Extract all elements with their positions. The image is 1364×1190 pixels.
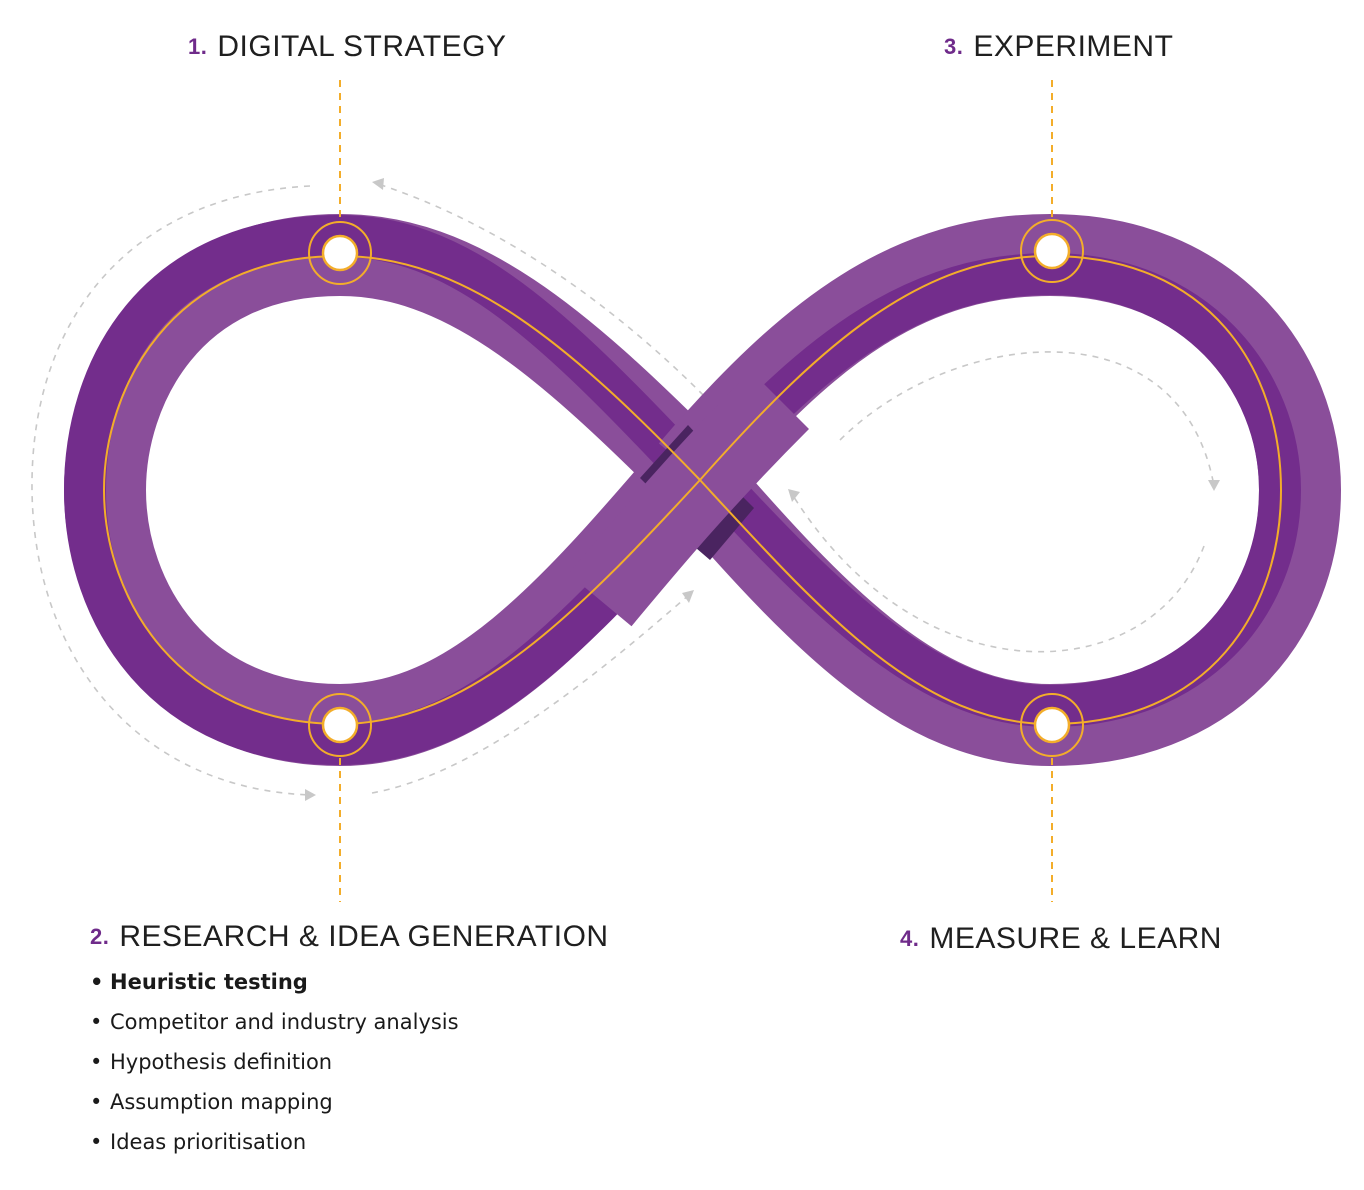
stage-title: RESEARCH & IDEA GENERATION	[119, 920, 609, 953]
flow-arrow-top-cross	[377, 183, 713, 405]
stage-number: 1.	[188, 34, 208, 59]
stage-label-research: 2. RESEARCH & IDEA GENERATION	[90, 920, 609, 954]
node-experiment	[1020, 219, 1084, 283]
node-measure-learn	[1020, 693, 1084, 757]
list-item-text: Hypothesis definition	[110, 1050, 333, 1074]
list-item-text: Heuristic testing	[110, 970, 308, 994]
research-steps-list: •Heuristic testing •Competitor and indus…	[90, 962, 459, 1162]
band-left-outer-dark	[63, 214, 721, 766]
node-digital-strategy	[308, 221, 372, 285]
arrowhead-left-outer	[305, 789, 316, 801]
arrowhead-right-inner	[1208, 480, 1220, 491]
list-item: • Ideas prioritisation	[90, 1122, 459, 1162]
bullet: •	[90, 1130, 103, 1154]
list-item: •Heuristic testing	[90, 962, 459, 1002]
flow-arrows	[31, 183, 1215, 796]
stage-title: MEASURE & LEARN	[929, 922, 1222, 955]
stage-label-experiment: 3. EXPERIMENT	[944, 30, 1173, 64]
crossing-shadow-bottom	[696, 494, 754, 560]
list-item-text: Ideas prioritisation	[110, 1130, 307, 1154]
band-left-light	[63, 213, 722, 767]
stage-number: 4.	[900, 926, 920, 951]
band-crossing-strand	[568, 371, 809, 627]
leader-lines	[339, 80, 1053, 902]
bullet: •	[90, 1050, 103, 1074]
bullet: •	[90, 970, 104, 994]
arrowhead-top-cross	[372, 178, 384, 190]
stage-label-measure-learn: 4. MEASURE & LEARN	[900, 922, 1222, 956]
stage-title: DIGITAL STRATEGY	[217, 30, 507, 63]
flow-arrow-left-outer	[31, 185, 313, 796]
bullet: •	[90, 1010, 103, 1034]
stage-number: 2.	[90, 924, 110, 949]
stage-title: EXPERIMENT	[973, 30, 1174, 63]
list-item: • Hypothesis definition	[90, 1042, 459, 1082]
stage-label-digital-strategy: 1. DIGITAL STRATEGY	[188, 30, 507, 64]
flow-arrow-bottom-cross	[371, 593, 691, 794]
list-item: • Competitor and industry analysis	[90, 1002, 459, 1042]
stage-number: 3.	[944, 34, 964, 59]
list-item-text: Assumption mapping	[110, 1090, 333, 1114]
arrowhead-right-inner-bottom	[788, 489, 800, 502]
list-item: • Assumption mapping	[90, 1082, 459, 1122]
list-item-text: Competitor and industry analysis	[110, 1010, 459, 1034]
node-research	[308, 693, 372, 757]
flow-arrowheads	[305, 178, 1220, 801]
arrowhead-bottom-cross	[682, 590, 694, 603]
stage-nodes	[308, 219, 1084, 757]
flow-arrow-right-inner-top	[839, 351, 1215, 487]
bullet: •	[90, 1090, 103, 1114]
infinity-band	[63, 213, 1342, 767]
flow-arrow-right-inner-bottom	[791, 493, 1205, 653]
gold-track	[102, 254, 1283, 726]
